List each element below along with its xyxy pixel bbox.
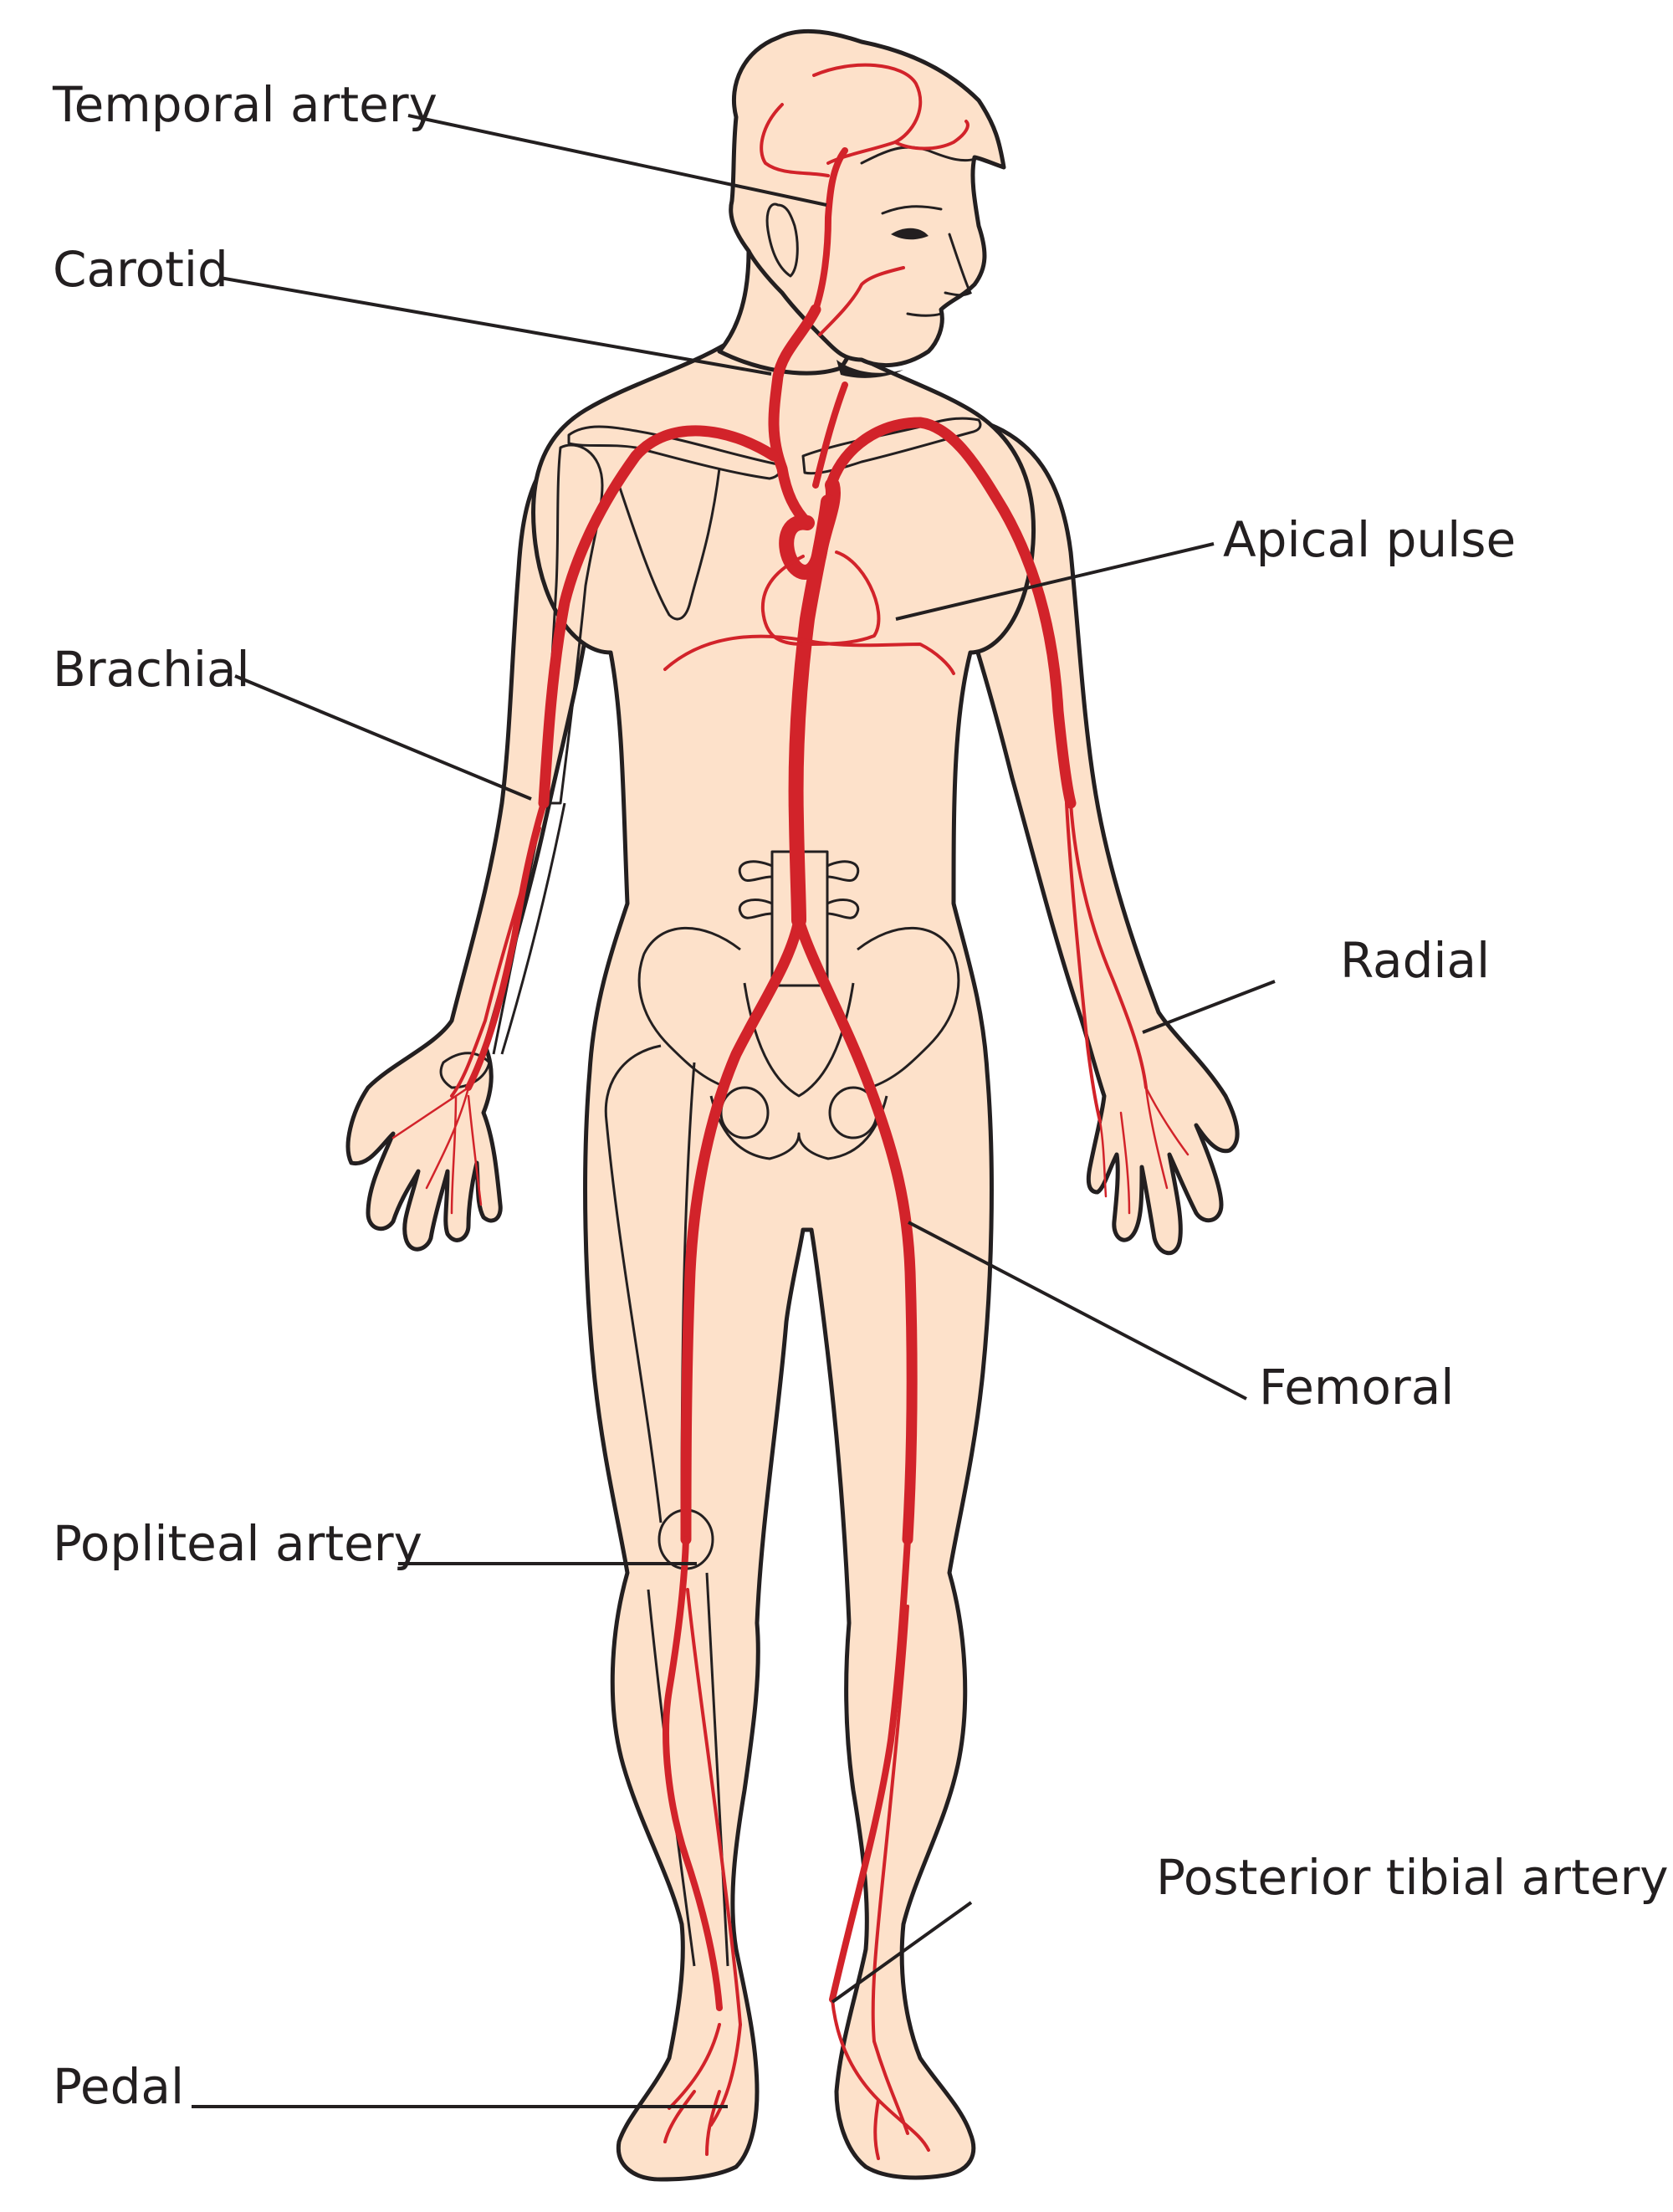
diaphragm-line xyxy=(663,634,955,675)
arterial-tree xyxy=(391,63,1190,2160)
ulnar-left xyxy=(450,827,541,1098)
humerus-left xyxy=(542,443,604,805)
anterior-tibial-left xyxy=(686,1588,742,2026)
left-arm-outline xyxy=(345,433,588,1252)
leader-temporal xyxy=(407,114,827,207)
femur-left xyxy=(604,1044,663,1523)
labels: Temporal artery Carotid Apical pulse Bra… xyxy=(52,76,1669,2115)
torso-legs-outline xyxy=(531,341,1036,2182)
vertebra-process-2 xyxy=(826,860,860,883)
right-arm-outline xyxy=(959,416,1240,1255)
leader-carotid xyxy=(219,276,772,376)
radial-ulnar-left xyxy=(465,800,547,1091)
carotid-artery-right xyxy=(768,304,821,529)
leader-posterior-tibial xyxy=(831,1901,973,2004)
carotid-artery-left xyxy=(812,381,848,489)
iliac-femoral-left xyxy=(680,914,805,1545)
ulna-left xyxy=(500,802,566,1055)
nose xyxy=(944,233,973,297)
temporal-branch-back xyxy=(760,103,830,177)
palmar-arch-right xyxy=(1098,1086,1190,1215)
posterior-tibial-right xyxy=(829,1536,911,2003)
subclavian-brachial-right xyxy=(826,417,1077,809)
label-pedal: Pedal xyxy=(53,2058,184,2115)
descending-aorta xyxy=(788,494,836,928)
palmar-arch-left xyxy=(391,1086,483,1215)
eyebrow xyxy=(881,205,943,215)
label-popliteal-artery: Popliteal artery xyxy=(53,1515,422,1572)
facial-artery xyxy=(818,266,905,336)
radial-artery-right xyxy=(1069,801,1148,1089)
ear xyxy=(765,202,799,278)
label-femoral: Femoral xyxy=(1259,1359,1454,1416)
tibia-left xyxy=(705,1572,729,1967)
label-carotid: Carotid xyxy=(53,241,228,298)
pedal-artery-right xyxy=(831,1998,930,2160)
hairline xyxy=(860,146,976,165)
pelvis-left-iliac xyxy=(637,926,741,1089)
iliac-femoral-right xyxy=(793,914,918,1545)
label-brachial: Brachial xyxy=(53,641,250,698)
leader-apical xyxy=(895,542,1215,621)
jaw-shadow xyxy=(836,360,903,378)
popliteal-tibial-left xyxy=(663,1536,723,2011)
leader-femoral xyxy=(908,1221,1247,1400)
leader-brachial xyxy=(234,674,532,801)
body-silhouette xyxy=(345,28,1240,2182)
leader-radial xyxy=(1142,980,1276,1034)
superficial-temporal-artery xyxy=(812,147,848,313)
eye xyxy=(891,228,929,240)
label-apical-pulse: Apical pulse xyxy=(1223,511,1516,568)
subclavian-brachial-left xyxy=(538,425,780,809)
pedal-artery-left xyxy=(663,2023,742,2156)
carpals-left xyxy=(439,1052,491,1089)
vertebra-process-3 xyxy=(738,899,773,919)
leader-lines xyxy=(192,114,1276,2108)
label-radial: Radial xyxy=(1340,932,1490,989)
temporal-branch-front xyxy=(893,120,970,151)
vertebra-process-4 xyxy=(826,899,860,919)
label-posterior-tibial-artery: Posterior tibial artery xyxy=(1156,1849,1669,1906)
mouth xyxy=(906,312,943,317)
anterior-tibial-right xyxy=(871,1605,909,2043)
scapula-left xyxy=(617,468,721,621)
head-outline xyxy=(729,28,1006,368)
pubic-arch xyxy=(709,1095,888,1160)
pelvis-right-iliac xyxy=(857,926,960,1089)
vertebra-process-1 xyxy=(738,860,773,883)
ulnar-artery-right xyxy=(1065,801,1102,1123)
label-temporal-artery: Temporal artery xyxy=(52,76,437,133)
temporal-branch-top xyxy=(812,63,923,165)
